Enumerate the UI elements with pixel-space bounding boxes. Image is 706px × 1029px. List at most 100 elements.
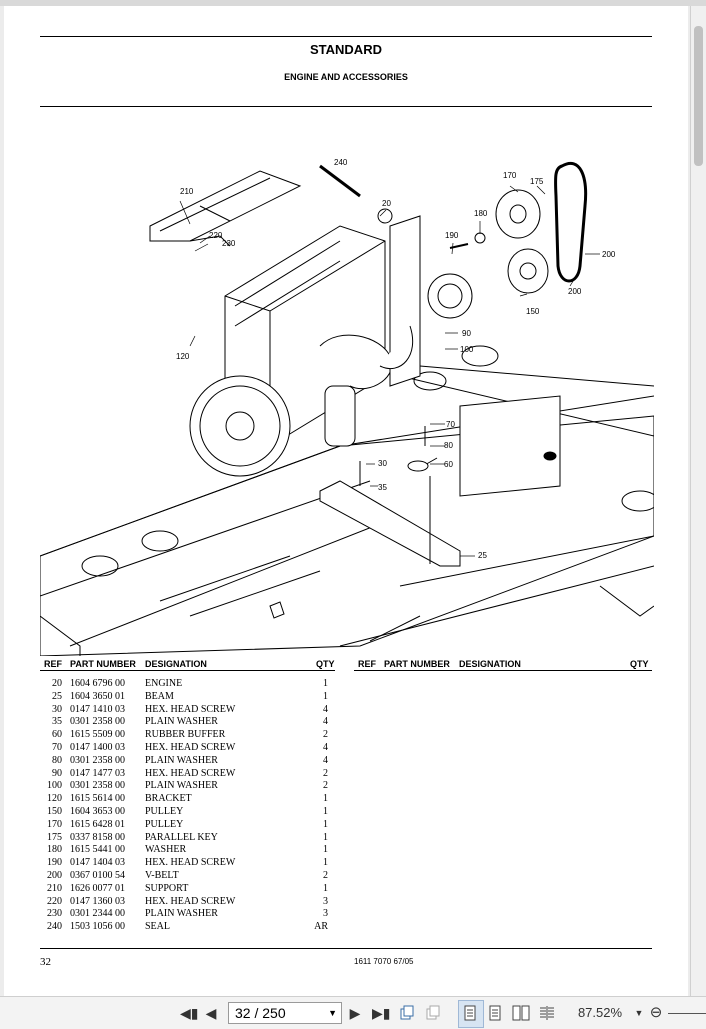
part-ref: 190 [47, 857, 62, 869]
part-ref: 20 [52, 678, 62, 689]
rotate-icon[interactable] [400, 1005, 414, 1021]
part-number: 1615 6428 01 [70, 818, 125, 830]
callout-labels: 240 210 20 170 175 180 190 220 230 120 9… [176, 158, 616, 560]
two-page-continuous-icon[interactable] [538, 1005, 556, 1021]
part-qty: 1 [323, 844, 328, 856]
part-ref: 175 [47, 831, 62, 843]
frame-chassis [40, 345, 654, 656]
part-number: 0301 2358 00 [70, 716, 125, 728]
part-qty: 1 [323, 857, 328, 869]
header-designation-right: DESIGNATION [459, 659, 521, 669]
first-page-icon[interactable]: ◀▮ [180, 1005, 199, 1021]
part-number: 1604 6796 00 [70, 678, 125, 689]
zoom-level[interactable]: 87.52% [577, 1005, 623, 1020]
part-number: 1615 5441 00 [70, 844, 125, 856]
callout-200-right: 200 [602, 250, 616, 259]
part-number: 0301 2358 00 [70, 754, 125, 766]
part-number: 0367 0100 54 [70, 870, 125, 881]
mounting-beam-25 [319, 426, 461, 567]
part-number: 0301 2344 00 [70, 908, 125, 920]
part-designation: PLAIN WASHER [145, 780, 218, 792]
part-designation: SUPPORT [145, 882, 189, 894]
callout-220: 220 [209, 231, 223, 240]
part-number: 0337 8158 00 [70, 831, 125, 843]
table-header-rule-right [354, 670, 652, 671]
callout-120: 120 [176, 352, 190, 361]
part-designation: V-BELT [145, 870, 179, 881]
part-designation: SEAL [145, 921, 170, 933]
part-ref: 240 [47, 921, 62, 933]
part-qty: 1 [323, 678, 328, 689]
zoom-slider[interactable] [668, 1013, 706, 1014]
zoom-dropdown-icon[interactable]: ▼ [634, 1008, 644, 1018]
part-designation: HEX. HEAD SCREW [145, 895, 236, 907]
part-qty: 1 [323, 690, 328, 702]
zoom-out-icon[interactable]: ⊖ [649, 1004, 663, 1021]
part-number: 1604 3650 01 [70, 690, 125, 702]
part-qty: 2 [323, 767, 328, 779]
callout-200-bottom: 200 [568, 287, 582, 296]
part-number: 0147 1410 03 [70, 703, 125, 715]
callout-100: 100 [460, 345, 474, 354]
page-dropdown-icon[interactable]: ▼ [328, 1008, 337, 1018]
callout-70: 70 [446, 420, 455, 429]
callout-35: 35 [378, 483, 387, 492]
part-designation: BRACKET [145, 793, 192, 805]
header-ref-left: REF [44, 659, 62, 669]
single-page-icon[interactable] [463, 1005, 477, 1021]
part-qty: 2 [323, 870, 328, 881]
callout-90: 90 [462, 329, 471, 338]
header-part-number-right: PART NUMBER [384, 659, 450, 669]
part-ref: 120 [47, 793, 62, 805]
seal-240 [319, 164, 361, 198]
part-qty: 1 [323, 831, 328, 843]
part-designation: PLAIN WASHER [145, 754, 218, 766]
part-designation: HEX. HEAD SCREW [145, 703, 236, 715]
part-designation: PLAIN WASHER [145, 716, 218, 728]
part-designation: ENGINE [145, 678, 183, 689]
table-header-rule-left [40, 670, 335, 671]
document-page: STANDARD ENGINE AND ACCESSORIES [4, 6, 688, 996]
last-page-icon[interactable]: ▶▮ [372, 1005, 391, 1021]
part-qty: 4 [323, 716, 328, 728]
next-page-icon[interactable]: ▶ [349, 1005, 361, 1021]
part-ref: 35 [52, 716, 62, 728]
header-designation-left: DESIGNATION [145, 659, 207, 669]
part-designation: WASHER [145, 844, 187, 856]
callout-80: 80 [444, 441, 453, 450]
header-rule-bottom [40, 106, 652, 107]
part-ref: 100 [47, 780, 62, 792]
part-qty: 3 [323, 895, 328, 907]
part-ref: 70 [52, 742, 62, 753]
part-designation: HEX. HEAD SCREW [145, 857, 236, 869]
two-page-icon[interactable] [512, 1005, 530, 1021]
exploded-parts-drawing: 240 210 20 170 175 180 190 220 230 120 9… [40, 158, 654, 656]
header-qty-right: QTY [630, 659, 649, 669]
part-ref: 180 [47, 844, 62, 856]
prev-page-icon[interactable]: ◀ [205, 1005, 217, 1021]
header-part-number-left: PART NUMBER [70, 659, 136, 669]
part-designation: HEX. HEAD SCREW [145, 742, 236, 753]
header-qty-left: QTY [316, 659, 335, 669]
part-designation: PULLEY [145, 806, 184, 817]
part-number: 0147 1360 03 [70, 895, 125, 907]
part-qty: 4 [323, 703, 328, 715]
part-designation: HEX. HEAD SCREW [145, 767, 236, 779]
callout-240: 240 [334, 158, 348, 167]
page-title: STANDARD [310, 42, 382, 57]
callout-175: 175 [530, 177, 544, 186]
vertical-scrollbar[interactable] [690, 6, 706, 996]
rotate-alt-icon[interactable] [426, 1005, 440, 1021]
scrollbar-thumb[interactable] [694, 26, 703, 166]
part-designation: RUBBER BUFFER [145, 729, 226, 741]
continuous-icon[interactable] [488, 1005, 502, 1021]
part-ref: 170 [47, 818, 62, 830]
callout-190: 190 [445, 231, 459, 240]
page-number-field[interactable]: 32 / 250 ▼ [228, 1002, 342, 1024]
footer-document-code: 1611 7070 67/05 [354, 957, 414, 966]
part-number: 0147 1477 03 [70, 767, 125, 779]
page-number-text: 32 / 250 [235, 1005, 286, 1021]
part-designation: PLAIN WASHER [145, 908, 218, 920]
part-ref: 200 [47, 870, 62, 881]
part-ref: 80 [52, 754, 62, 766]
